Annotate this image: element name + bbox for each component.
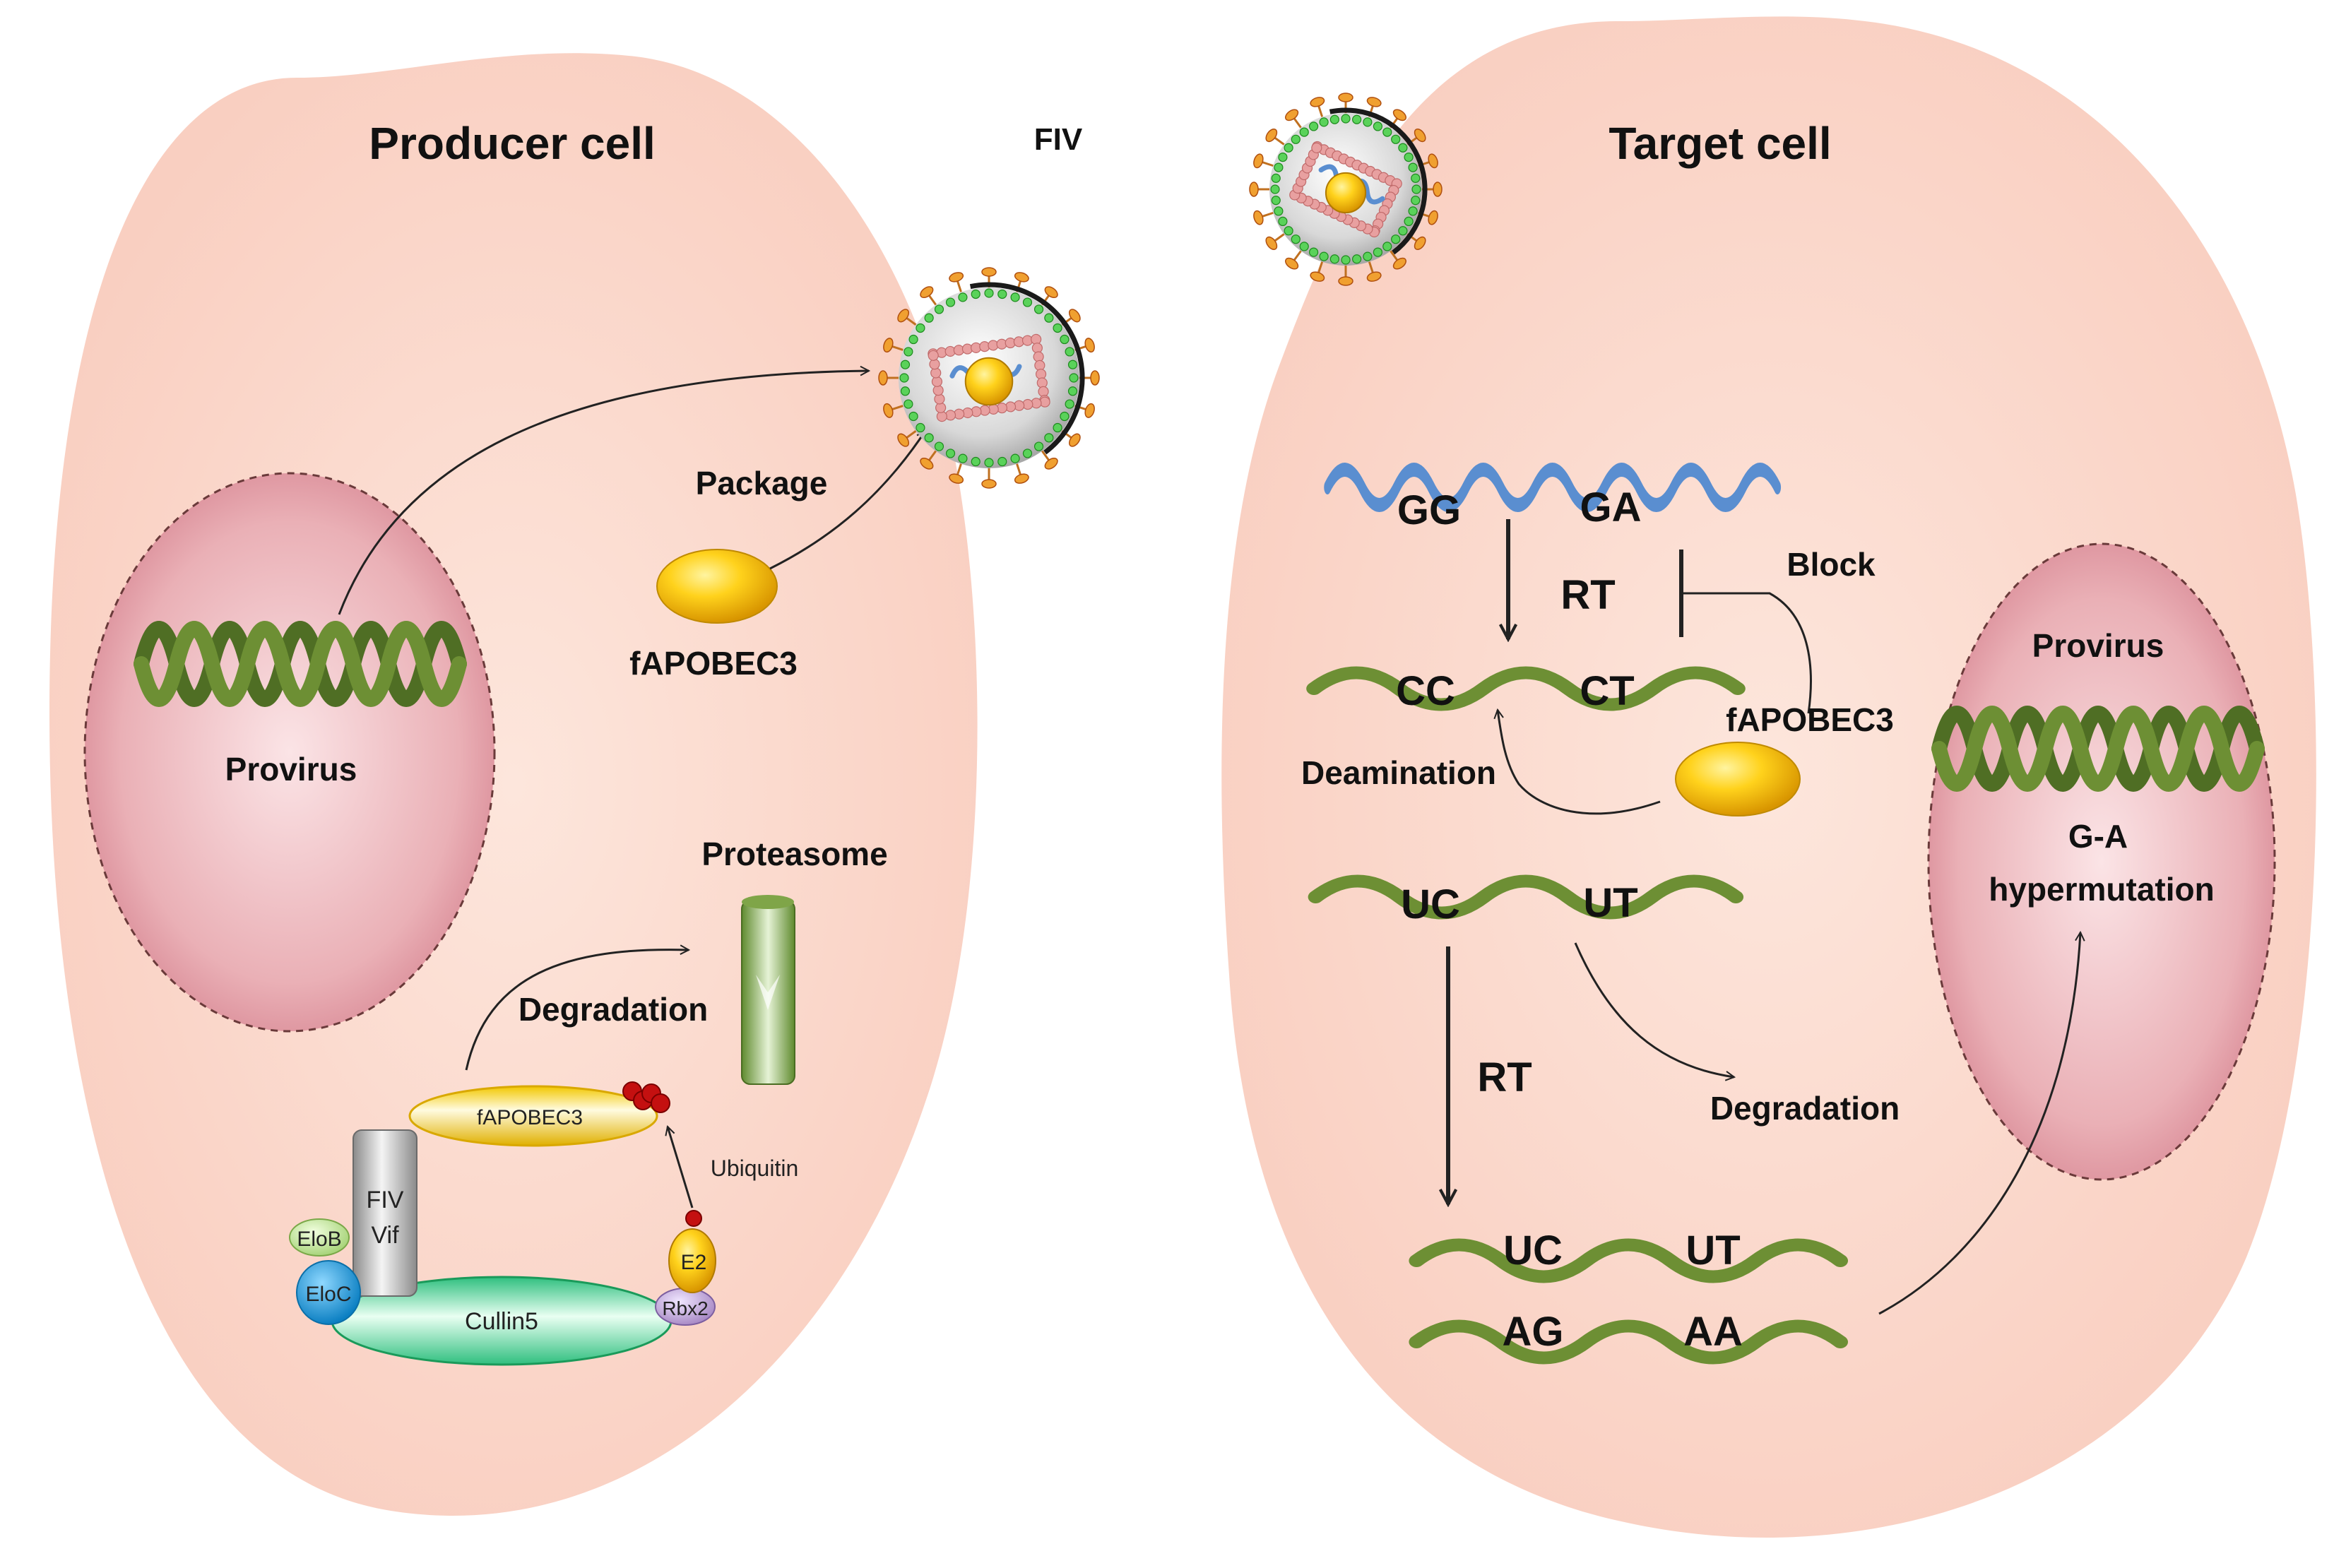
ds-bottom-left-pair: AG (1502, 1309, 1563, 1355)
target-degradation-label: Degradation (1710, 1090, 1900, 1127)
producer-provirus-dna-icon (134, 621, 467, 707)
released-virion (1249, 93, 1443, 286)
target-fapobec3-label: fAPOBEC3 (1726, 701, 1894, 738)
cullin5-label: Cullin5 (465, 1308, 538, 1335)
package-arrow (769, 429, 927, 570)
e2-label: E2 (681, 1251, 707, 1274)
rt-label-2: RT (1477, 1055, 1532, 1100)
deam-left-pair: UC (1401, 881, 1460, 927)
target-provirus-label: Provirus (2032, 627, 2164, 664)
provirus-to-virion-arrow (338, 365, 871, 615)
ubiquitin-transfer-arrow (665, 1124, 694, 1208)
ds-top-left-pair: UC (1503, 1228, 1563, 1273)
rbx2-label: Rbx2 (662, 1297, 708, 1319)
complex-fapobec3-icon (408, 1085, 658, 1147)
elob-label: EloB (297, 1228, 341, 1251)
deamination-label: Deamination (1301, 754, 1496, 791)
block-inhibition-line (1681, 592, 1812, 714)
ubiquitin-chain-icon (622, 1081, 670, 1113)
e2-ubiquitin-icon (685, 1210, 702, 1227)
cdna-strand-1 (1306, 666, 1746, 711)
e2-icon (668, 1228, 716, 1293)
mutation-label-line1: G-A (2068, 818, 2128, 855)
mutation-label-line2: hypermutation (1989, 871, 2214, 908)
vif-label: Vif (371, 1222, 399, 1249)
fapobec3-protein-icon (656, 549, 778, 624)
proteasome-icon (741, 895, 795, 1085)
rna-gg-label: GG (1397, 487, 1461, 533)
target-cell-title: Target cell (1609, 118, 1831, 169)
rt-label-1: RT (1560, 572, 1615, 618)
deamination-arrow (1493, 708, 1661, 815)
fiv-vif-icon (353, 1129, 417, 1297)
producer-cell-title: Producer cell (369, 118, 656, 169)
ds-top-right-pair: UT (1686, 1228, 1740, 1273)
fapobec3-label: fAPOBEC3 (629, 645, 798, 682)
degradation-arrow (465, 944, 691, 1071)
rna-ga-label: GA (1580, 485, 1642, 530)
producer-cell (49, 53, 978, 1516)
proteasome-label: Proteasome (701, 836, 887, 872)
cdna-cc-label: CC (1396, 668, 1455, 714)
fiv-label: FIV (367, 1187, 404, 1213)
cdna-ct-label: CT (1580, 668, 1634, 714)
eloc-icon (296, 1260, 361, 1325)
e3-ligase-complex: Cullin5 FIV Vif EloB EloC fAPOBEC3 Rbx2 … (289, 1081, 799, 1366)
target-degradation-arrow (1574, 942, 1736, 1081)
fiv-virion-label: FIV (1034, 122, 1083, 157)
producer-provirus-label: Provirus (225, 751, 357, 788)
deaminated-cdna-strand (1308, 874, 1744, 920)
producer-nucleus (83, 472, 496, 1033)
complex-fapobec3-label: fAPOBEC3 (477, 1106, 583, 1129)
ds-dna-top-strand (1409, 1238, 1849, 1283)
eloc-label: EloC (305, 1283, 351, 1306)
budding-virion (878, 267, 1100, 489)
viral-rna-strand (1324, 463, 1782, 512)
ds-dna-bottom-strand (1409, 1319, 1849, 1365)
block-label: Block (1787, 546, 1876, 583)
ubiquitin-label: Ubiquitin (711, 1156, 799, 1181)
deam-right-pair: UT (1583, 880, 1637, 926)
target-provirus-dna-icon (1931, 706, 2265, 792)
integration-arrow (1878, 930, 2085, 1315)
target-nucleus (1927, 542, 2276, 1181)
target-fapobec3-icon (1675, 742, 1801, 816)
producer-degradation-label: Degradation (519, 991, 708, 1028)
ds-bottom-right-pair: AA (1683, 1309, 1743, 1355)
package-label: Package (696, 465, 828, 501)
elob-icon (289, 1218, 350, 1257)
